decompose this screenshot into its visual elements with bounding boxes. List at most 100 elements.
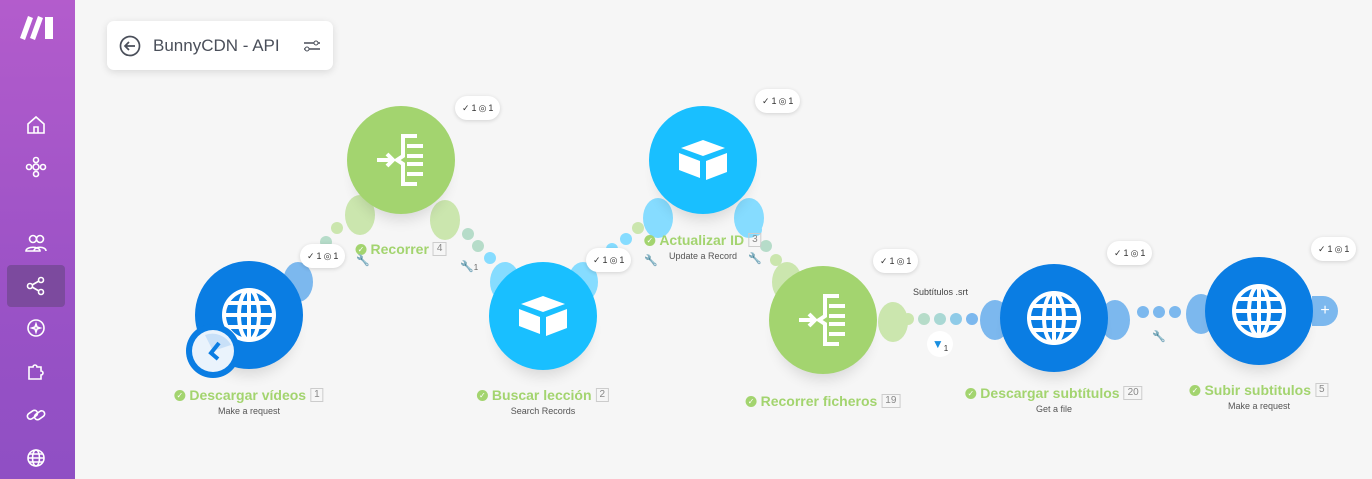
sidebar-item-connections[interactable]: [7, 394, 65, 436]
route-dot[interactable]: [1169, 306, 1181, 318]
wrench-icon[interactable]: 🔧1: [460, 261, 479, 273]
make-logo[interactable]: [18, 14, 56, 45]
route-dot[interactable]: [950, 313, 962, 325]
route-dot[interactable]: [331, 222, 343, 234]
wrench-icon[interactable]: 🔧: [1152, 331, 1166, 343]
sidebar-item-scenarios[interactable]: [7, 265, 65, 307]
module-id: 5: [1315, 383, 1329, 397]
execution-bubble[interactable]: ✓1◎1: [586, 248, 632, 272]
operations-count: 1: [771, 96, 777, 106]
sidebar: [0, 0, 75, 479]
users-icon: [25, 234, 47, 252]
sidebar-item-team[interactable]: [7, 222, 65, 264]
operations-count: 1: [602, 255, 608, 265]
success-check-icon: ✓: [174, 389, 186, 401]
module-name: Descargar subtítulos: [980, 385, 1120, 401]
sparkle-icon: [27, 319, 45, 337]
execution-bubble[interactable]: ✓1◎1: [300, 244, 346, 268]
route-dot[interactable]: [934, 313, 946, 325]
scenario-title-card: BunnyCDN - API: [107, 21, 333, 70]
nodes-icon: [25, 156, 47, 178]
route-dot[interactable]: [918, 313, 930, 325]
http-icon: [1027, 291, 1081, 345]
bundles-icon: ◎: [478, 102, 487, 113]
module-http[interactable]: [1205, 257, 1313, 365]
sidebar-item-apps[interactable]: [7, 351, 65, 393]
connector-handle[interactable]: [430, 200, 460, 240]
add-module-button[interactable]: +: [1312, 296, 1338, 326]
module-id: 2: [595, 388, 610, 402]
execution-bubble[interactable]: ✓1◎1: [873, 249, 919, 273]
operations-icon: ✓: [1114, 247, 1122, 258]
connector-handle[interactable]: [734, 198, 764, 238]
execution-bubble[interactable]: ✓1◎1: [1107, 241, 1153, 265]
filter-button[interactable]: ▼1: [927, 331, 953, 357]
bundles-count: 1: [1140, 248, 1146, 258]
route-dot[interactable]: [472, 240, 484, 252]
route-dot[interactable]: [462, 228, 474, 240]
route-dot[interactable]: [1137, 306, 1149, 318]
module-name: Descargar vídeos: [189, 387, 307, 403]
operations-icon: ✓: [1318, 243, 1326, 254]
wrench-icon[interactable]: 🔧: [748, 253, 762, 265]
module-airtable[interactable]: [649, 106, 757, 214]
module-http[interactable]: [1000, 264, 1108, 372]
route-dot[interactable]: [632, 222, 644, 234]
bundles-icon: ◎: [896, 255, 905, 266]
schedule-clock-icon[interactable]: [186, 324, 240, 378]
sidebar-item-webhooks[interactable]: [7, 437, 65, 479]
route-dot[interactable]: [620, 233, 632, 245]
module-action: Get a file: [1035, 404, 1073, 414]
connector-handle[interactable]: [878, 302, 908, 342]
globe-icon: [27, 449, 45, 467]
success-check-icon: ✓: [355, 243, 367, 255]
module-id: 20: [1123, 386, 1143, 400]
route-dot[interactable]: [770, 254, 782, 266]
route-dot[interactable]: [966, 313, 978, 325]
back-arrow-icon[interactable]: [119, 35, 141, 57]
operations-icon: ✓: [880, 255, 888, 266]
route-dot[interactable]: [1153, 306, 1165, 318]
execution-bubble[interactable]: ✓1◎1: [1311, 237, 1357, 261]
route-dot[interactable]: [760, 240, 772, 252]
scenario-title[interactable]: BunnyCDN - API: [153, 35, 280, 55]
execution-bubble[interactable]: ✓1◎1: [455, 96, 501, 120]
puzzle-icon: [28, 364, 44, 380]
module-iterator[interactable]: [347, 106, 455, 214]
operations-icon: ✓: [762, 95, 770, 106]
link-icon: [26, 409, 46, 421]
bundles-icon: ◎: [609, 254, 618, 265]
success-check-icon: ✓: [644, 234, 656, 246]
operations-icon: ✓: [307, 250, 315, 261]
filter-icon: ▼: [931, 337, 944, 351]
operations-count: 1: [316, 251, 322, 261]
connector-handle[interactable]: [643, 198, 673, 238]
sidebar-item-home[interactable]: [7, 104, 65, 146]
module-airtable[interactable]: [489, 262, 597, 370]
operations-count: 1: [1123, 248, 1129, 258]
airtable-icon: [519, 296, 567, 336]
success-check-icon: ✓: [476, 389, 488, 401]
route-dot[interactable]: [484, 252, 496, 264]
module-name: Actualizar ID: [659, 232, 745, 248]
module-action: Search Records: [510, 406, 576, 416]
wrench-icon[interactable]: 🔧: [644, 255, 658, 267]
sidebar-item-ai[interactable]: [7, 307, 65, 349]
wrench-icon[interactable]: 🔧: [356, 255, 370, 267]
settings-sliders-icon[interactable]: [303, 39, 321, 53]
sidebar-item-hub[interactable]: [7, 146, 65, 188]
bundles-icon: ◎: [323, 250, 332, 261]
airtable-icon: [679, 140, 727, 180]
success-check-icon: ✓: [965, 387, 977, 399]
bundles-count: 1: [788, 96, 794, 106]
module-iterator[interactable]: [769, 266, 877, 374]
execution-bubble[interactable]: ✓1◎1: [755, 89, 801, 113]
bundles-icon: ◎: [1130, 247, 1139, 258]
